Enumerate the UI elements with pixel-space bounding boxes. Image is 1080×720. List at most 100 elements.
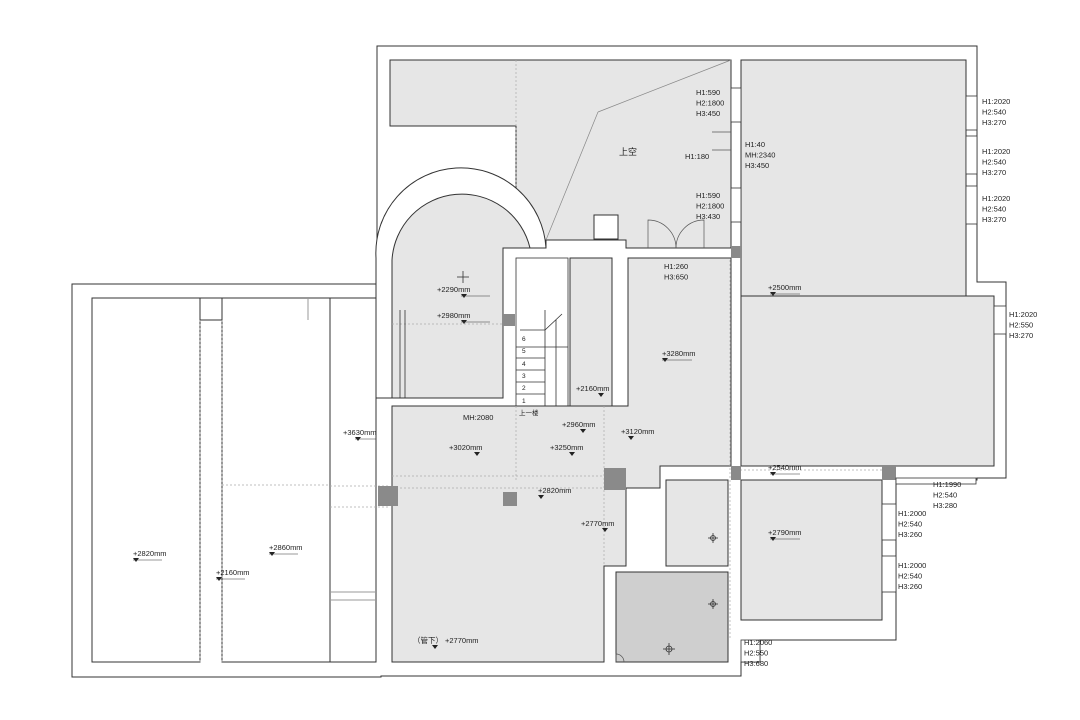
window-tag-line: H2:550 (1009, 321, 1033, 330)
window-tag-line: H1:2020 (982, 147, 1010, 156)
stair-mh-label: MH:2080 (463, 413, 493, 422)
window-tag-line: H2:540 (982, 205, 1006, 214)
window-tag-line: H3:280 (933, 501, 957, 510)
elevation-label: +2860mm (269, 543, 303, 552)
elevation-label: +2790mm (768, 528, 802, 537)
stair-step: 5 (522, 348, 526, 355)
elevation-label: +3250mm (550, 443, 584, 452)
elevation-labels: +2290mm +2980mm +3630mm +3020mm +3250mm … (133, 283, 802, 645)
left-rooms (91, 297, 377, 663)
elevation-label: +2820mm (538, 486, 572, 495)
window-tag-line: H1:2020 (982, 194, 1010, 203)
elevation-markers (133, 292, 800, 649)
elevation-label: +2540mm (768, 463, 802, 472)
stair-step: 3 (522, 373, 526, 380)
chimney-box (593, 214, 619, 240)
window-tag-line: H3:680 (744, 659, 768, 668)
window-tag-line: H2:540 (898, 572, 922, 581)
stair (515, 257, 569, 407)
window-tag-line: H3:270 (1009, 331, 1033, 340)
window-tag-line: H2:550 (744, 649, 768, 658)
window-tag-line: H3:450 (745, 161, 769, 170)
window-tag-line: H3:430 (696, 212, 720, 221)
door-swings (615, 131, 731, 663)
stair-corridor (569, 257, 613, 407)
window-tag-line: H3:270 (982, 215, 1006, 224)
elevation-label: +2980mm (437, 311, 471, 320)
window-tag-line: H2:1800 (696, 99, 724, 108)
window-tag: H1:180 (685, 152, 709, 161)
elevation-label: +3630mm (343, 428, 377, 437)
window-tag-line: H3:450 (696, 109, 720, 118)
stair-step: 2 (522, 385, 526, 392)
crosshair-markers (457, 271, 718, 655)
elevation-label: +2160mm (576, 384, 610, 393)
elevation-label: +3020mm (449, 443, 483, 452)
window-tag-line: H1:590 (696, 191, 720, 200)
elevation-label: +2960mm (562, 420, 596, 429)
right-room (740, 295, 995, 467)
top-right-room (740, 59, 967, 297)
elevation-label: +2500mm (768, 283, 802, 292)
left-room-1 (91, 297, 201, 663)
window-tag-line: H1:2060 (744, 638, 772, 647)
elevation-label: +3280mm (662, 349, 696, 358)
stair-step: 1 (522, 398, 526, 405)
stair-label: 上一楼 (519, 408, 539, 417)
stair-step: 4 (522, 361, 526, 368)
left-corridor (329, 297, 377, 663)
elevation-label: +2770mm (581, 519, 615, 528)
window-tag-line: H1:40 (745, 140, 765, 149)
window-tag-line: H1:2000 (898, 561, 926, 570)
window-tag-line: H1:1990 (933, 480, 961, 489)
window-tag-line: H3:260 (898, 582, 922, 591)
elevation-label: +2820mm (133, 549, 167, 558)
window-tag-line: H1:590 (696, 88, 720, 97)
window-tag-line: H2:540 (898, 520, 922, 529)
void-room (389, 59, 732, 249)
bathroom (615, 571, 729, 663)
window-tag-line: H3:650 (664, 273, 688, 282)
elevation-label: +3120mm (621, 427, 655, 436)
window-tag-line: H1:2020 (982, 97, 1010, 106)
void-label: 上空 (619, 146, 637, 158)
elevation-label: +2770mm (445, 636, 479, 645)
window-tag-line: MH:2340 (745, 151, 775, 160)
window-tag-line: H1:260 (664, 262, 688, 271)
left-room-2 (221, 297, 331, 663)
elevation-label: +2290mm (437, 285, 471, 294)
under-pipe-label: （管下） (413, 635, 443, 645)
windows (730, 87, 1007, 663)
window-tag-line: H1:180 (685, 152, 709, 161)
window-tag-line: H1:2020 (1009, 310, 1037, 319)
lower-right-room (740, 479, 883, 621)
window-tag-line: H3:270 (982, 118, 1006, 127)
left-dashed-lines (199, 320, 390, 662)
window-tag-line: H2:540 (933, 491, 957, 500)
columns (378, 246, 896, 506)
window-tag-line: H2:1800 (696, 202, 724, 211)
window-tag-line: H1:2000 (898, 509, 926, 518)
closet (665, 479, 729, 567)
window-tag-line: H2:540 (982, 158, 1006, 167)
elevation-label: +2160mm (216, 568, 250, 577)
stair-step: 6 (522, 336, 526, 343)
window-tag-line: H3:260 (898, 530, 922, 539)
window-tag-line: H2:540 (982, 108, 1006, 117)
stair-step-numbers: 6 5 4 3 2 1 (522, 336, 526, 405)
window-tag-line: H3:270 (982, 168, 1006, 177)
